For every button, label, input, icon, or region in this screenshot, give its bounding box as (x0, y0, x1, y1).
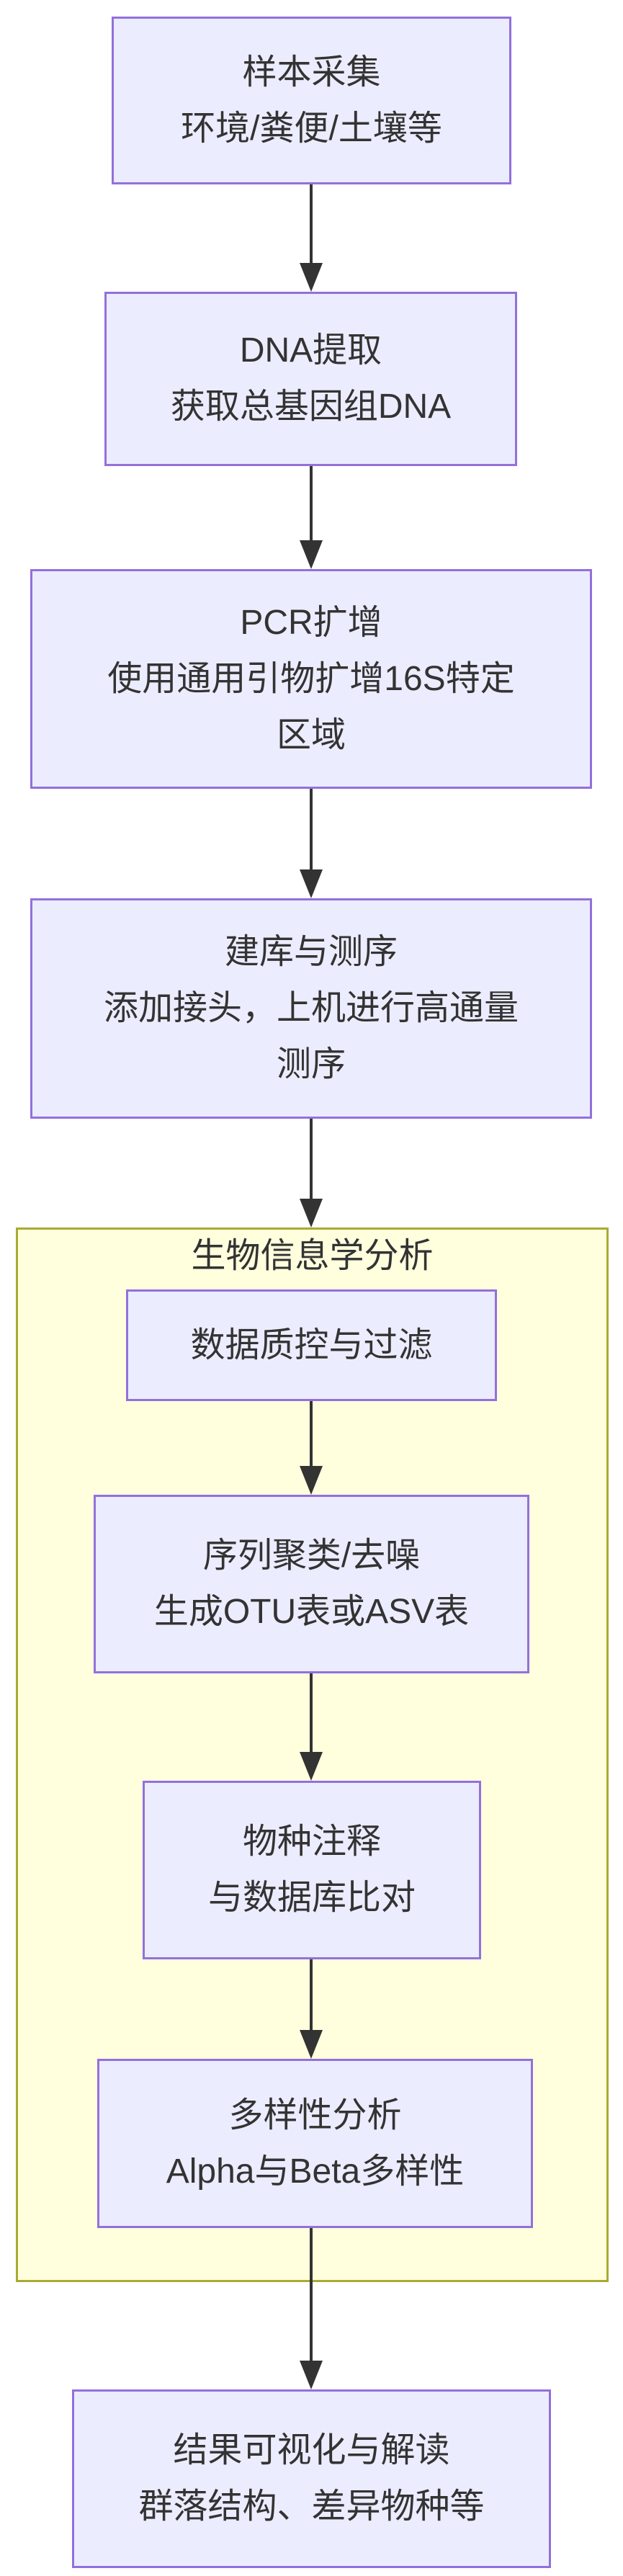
node-sample-collection: 样本采集 环境/粪便/土壤等 (112, 17, 511, 184)
arrow-annotation-to-diversity (300, 1959, 323, 2059)
node-quality-control: 数据质控与过滤 (126, 1289, 497, 1401)
node-line: 添加接头，上机进行高通量 (103, 989, 519, 1027)
node-line: 环境/粪便/土壤等 (181, 109, 442, 148)
arrowhead-down-icon (300, 540, 323, 569)
arrow-shaft (310, 2228, 313, 2361)
node-line: 与数据库比对 (207, 1879, 416, 1917)
node-line: 结果可视化与解读 (173, 2431, 450, 2469)
arrowhead-down-icon (300, 1199, 323, 1227)
arrow-pcr-to-library (300, 789, 323, 898)
arrowhead-down-icon (300, 2361, 323, 2389)
arrow-shaft (310, 466, 313, 540)
node-line: DNA提取 (239, 331, 382, 370)
arrow-shaft (310, 1673, 313, 1752)
arrow-dna-to-pcr (300, 466, 323, 569)
arrow-shaft (310, 184, 313, 263)
node-line: 测序 (276, 1045, 346, 1083)
arrow-shaft (310, 1401, 313, 1466)
arrowhead-down-icon (300, 869, 323, 898)
node-diversity-analysis: 多样性分析 Alpha与Beta多样性 (97, 2059, 533, 2228)
node-line: 多样性分析 (228, 2096, 402, 2134)
arrow-diversity-to-result (300, 2228, 323, 2389)
node-line: Alpha与Beta多样性 (166, 2152, 465, 2191)
arrow-library-to-bioinformatics (300, 1119, 323, 1227)
node-dna-extraction: DNA提取 获取总基因组DNA (104, 292, 517, 466)
node-line: 物种注释 (242, 1823, 381, 1861)
arrow-shaft (310, 1959, 313, 2030)
node-result-visualization: 结果可视化与解读 群落结构、差异物种等 (72, 2389, 551, 2568)
arrow-cluster-to-annotation (300, 1673, 323, 1781)
arrowhead-down-icon (300, 1466, 323, 1495)
node-line: 数据质控与过滤 (190, 1325, 433, 1364)
node-taxonomy-annotation: 物种注释 与数据库比对 (143, 1781, 481, 1959)
arrow-sample-to-dna (300, 184, 323, 292)
node-line: 样本采集 (242, 53, 381, 91)
arrow-shaft (310, 789, 313, 869)
arrowhead-down-icon (300, 2030, 323, 2059)
node-line: 序列聚类/去噪 (202, 1537, 421, 1575)
node-library-sequencing: 建库与测序 添加接头，上机进行高通量 测序 (30, 898, 592, 1119)
arrow-qc-to-cluster (300, 1401, 323, 1495)
node-line: 群落结构、差异物种等 (138, 2487, 485, 2526)
node-line: 生成OTU表或ASV表 (153, 1593, 470, 1631)
arrowhead-down-icon (300, 1752, 323, 1781)
node-clustering-denoising: 序列聚类/去噪 生成OTU表或ASV表 (94, 1495, 529, 1673)
node-line: PCR扩增 (240, 603, 382, 642)
node-line: 使用通用引物扩增16S特定 (107, 659, 515, 698)
node-line: 建库与测序 (224, 933, 398, 971)
node-pcr-amplification: PCR扩增 使用通用引物扩增16S特定 区域 (30, 569, 592, 789)
arrowhead-down-icon (300, 263, 323, 292)
node-line: 获取总基因组DNA (170, 388, 452, 426)
node-line: 区域 (276, 715, 346, 754)
arrow-shaft (310, 1119, 313, 1199)
subgraph-title: 生物信息学分析 (191, 1237, 434, 1275)
